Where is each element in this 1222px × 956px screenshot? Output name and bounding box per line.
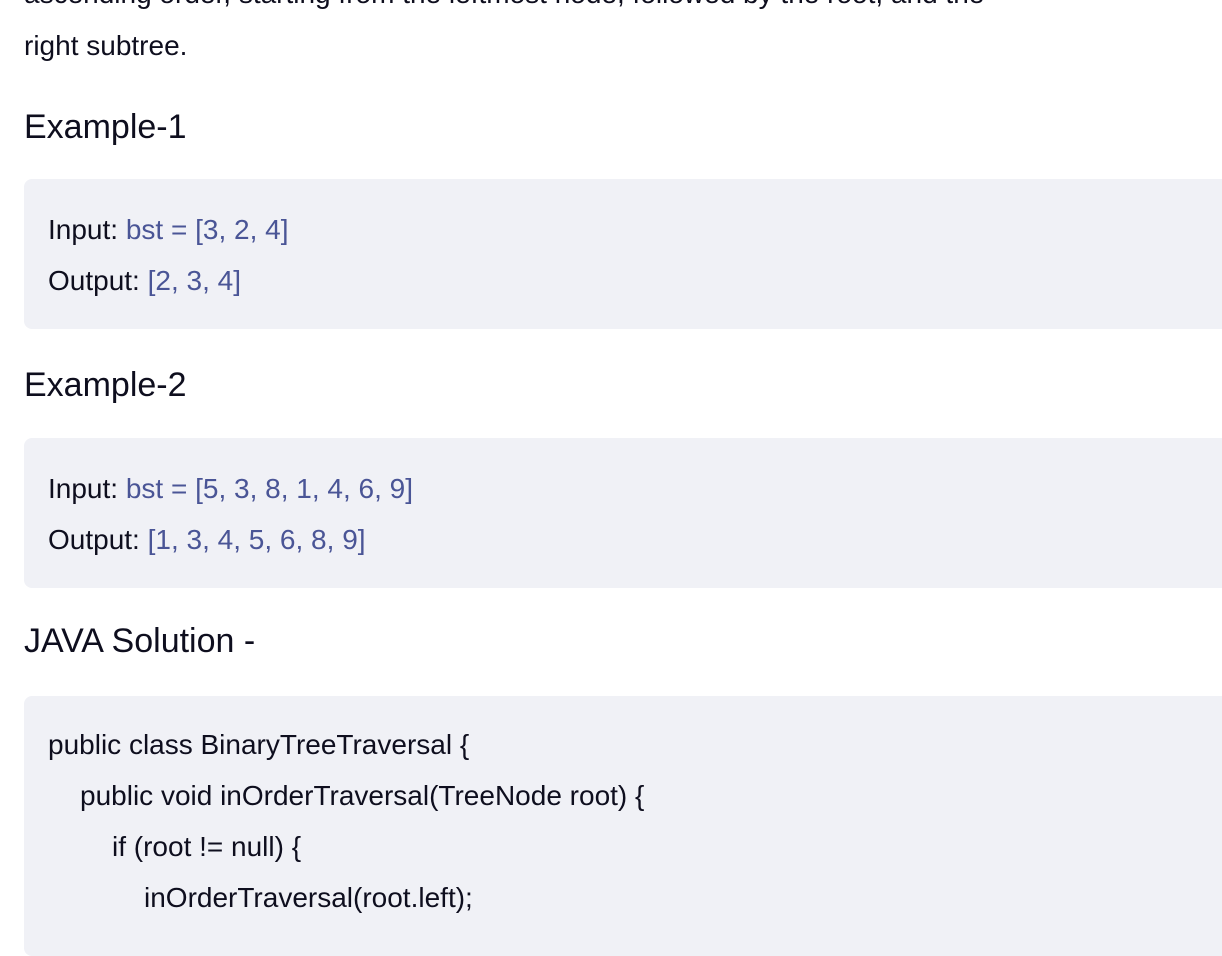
example-input-line: Input: bst = [3, 2, 4] bbox=[48, 214, 289, 246]
paragraph-line: ascending order, starting from the leftm… bbox=[24, 0, 984, 10]
example-output-line: Output: [2, 3, 4] bbox=[48, 265, 241, 297]
input-value: bst = [3, 2, 4] bbox=[125, 214, 289, 245]
output-value: [2, 3, 4] bbox=[147, 265, 242, 296]
example-1-heading: Example-1 bbox=[24, 108, 187, 146]
example-2-heading: Example-2 bbox=[24, 366, 187, 404]
input-label: Input: bbox=[48, 214, 119, 245]
example-output-line: Output: [1, 3, 4, 5, 6, 8, 9] bbox=[48, 524, 366, 556]
output-label: Output: bbox=[48, 524, 140, 555]
example-1-box: Input: bst = [3, 2, 4] Output: [2, 3, 4] bbox=[24, 179, 1222, 329]
example-2-box: Input: bst = [5, 3, 8, 1, 4, 6, 9] Outpu… bbox=[24, 438, 1222, 588]
input-label: Input: bbox=[48, 473, 119, 504]
input-value: bst = [5, 3, 8, 1, 4, 6, 9] bbox=[125, 473, 414, 504]
code-line: inOrderTraversal(root.left); bbox=[144, 882, 473, 913]
paragraph-line: right subtree. bbox=[24, 30, 188, 61]
code-block: public class BinaryTreeTraversal { publi… bbox=[24, 696, 1222, 956]
code-line: public class BinaryTreeTraversal { bbox=[48, 729, 470, 760]
code-line: if (root != null) { bbox=[112, 831, 302, 862]
example-input-line: Input: bst = [5, 3, 8, 1, 4, 6, 9] bbox=[48, 473, 413, 505]
output-value: [1, 3, 4, 5, 6, 8, 9] bbox=[147, 524, 366, 555]
output-label: Output: bbox=[48, 265, 140, 296]
code-line: public void inOrderTraversal(TreeNode ro… bbox=[80, 780, 645, 811]
solution-heading: JAVA Solution - bbox=[24, 622, 256, 660]
